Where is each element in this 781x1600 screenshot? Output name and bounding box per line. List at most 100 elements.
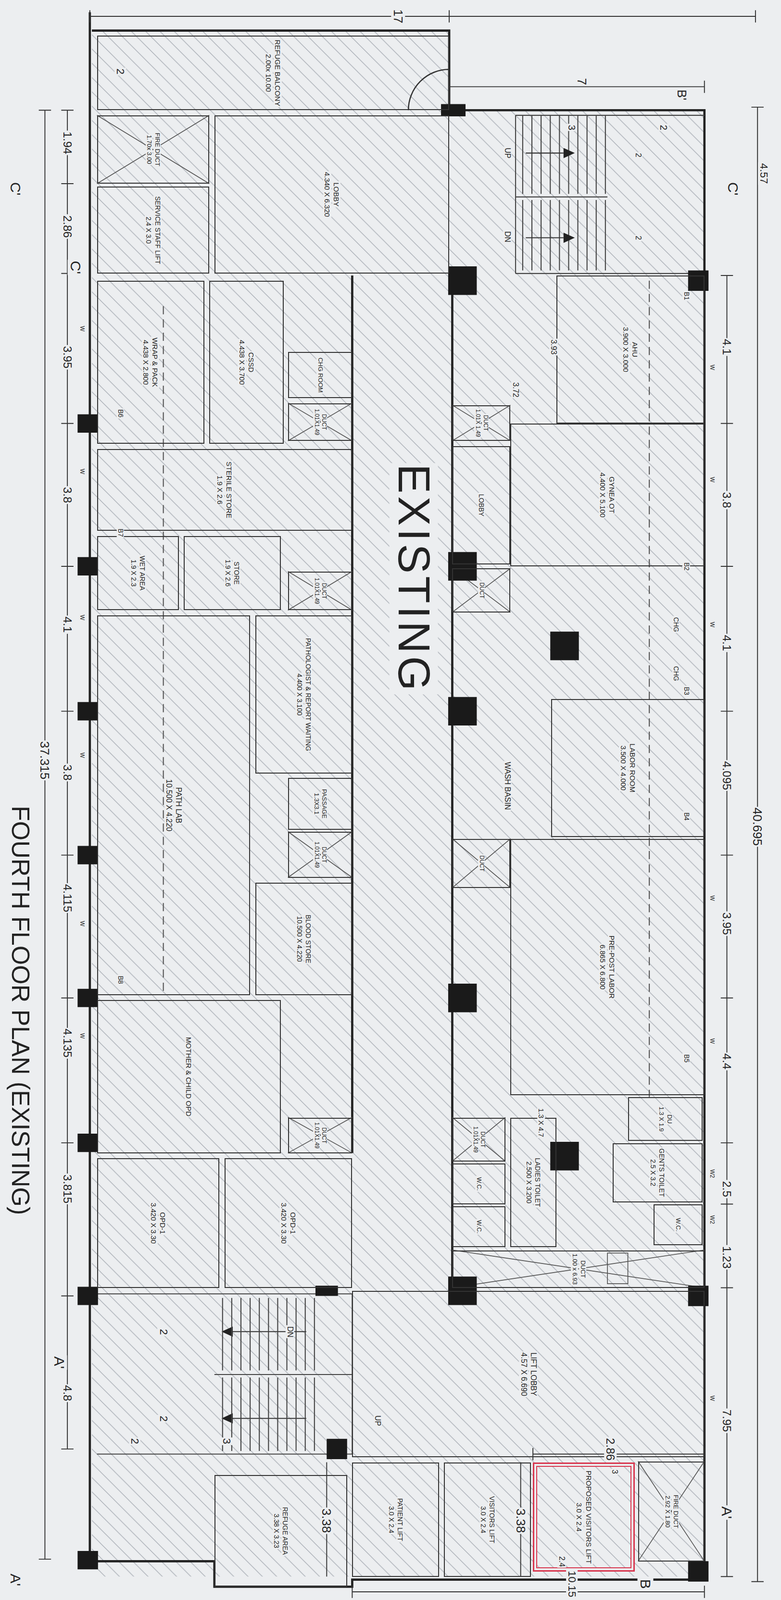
- room-size: 1.3 X 1.9: [657, 1106, 665, 1134]
- dimension-label: 4.135: [61, 1028, 74, 1059]
- dimension-label: W: [708, 476, 715, 484]
- dimension-label: DN: [285, 1325, 295, 1339]
- dimension-label: 2: [633, 234, 643, 241]
- dimension-label: 4.1: [720, 338, 733, 356]
- dimension-label: WASH BASIN: [503, 761, 512, 812]
- room-name: REFUGE BALCONY: [273, 38, 282, 108]
- dimension-label: 4.1: [61, 616, 74, 634]
- room-box: PASSAGE1.3X3.1: [288, 778, 353, 831]
- dimension-label: CHG: [672, 665, 680, 683]
- room-box: GENTS TOILET2.5 X 3.2: [612, 1143, 703, 1203]
- dimension-label: B8: [116, 974, 125, 985]
- room-box: W.C.: [452, 1163, 505, 1205]
- room-size: 1.01X1.49: [313, 841, 320, 870]
- dimension-label: W: [78, 751, 85, 759]
- room-name: WRAP & PACK: [151, 336, 160, 389]
- room-name: OPD-1: [158, 1211, 167, 1236]
- room-name: DUCT: [320, 413, 328, 431]
- room-size: 2.5 X 3.2: [649, 1158, 657, 1188]
- dimension-label: W: [708, 1395, 715, 1403]
- dimension-label: 3.72: [511, 381, 520, 399]
- room-name: LOBBY: [332, 181, 341, 208]
- dimension-label: 3.8: [61, 486, 74, 504]
- dimension-label: C': [7, 181, 24, 197]
- dimension-label: B6: [116, 408, 125, 419]
- room-size: 3.900 X 3.000: [621, 326, 630, 373]
- walls: [89, 12, 705, 1588]
- room-name: DUCT: [320, 581, 328, 600]
- room-box: DUCT1.00 x 6.93: [452, 1250, 705, 1289]
- room-box: SERVICE STAFF LIFT2.4 X 3.0: [97, 186, 210, 274]
- stair-arrows: [221, 148, 576, 1424]
- room-box: W.C.: [452, 1206, 505, 1248]
- stair-run-lines: [232, 152, 564, 1419]
- dimension-label: 37.315: [37, 740, 52, 781]
- proposed-lift-box: PROPOSED VISITORS LIFT3.0 X 2.4: [532, 1462, 635, 1573]
- dimension-label: 2: [128, 1437, 141, 1446]
- room-box: WET AREA1.9 X 2.3: [97, 536, 179, 611]
- room-size: 1.3X3.1: [312, 792, 320, 816]
- dimension-label: 3.38: [513, 1508, 528, 1535]
- dimension-label: 3.95: [720, 911, 733, 937]
- room-box: DUCT1.01X1.49: [288, 403, 353, 442]
- room-name: WET AREA: [138, 554, 147, 592]
- room-size: 1.9 X 2.3: [129, 558, 138, 588]
- room-name: CSSD: [247, 351, 256, 374]
- room-box: PATH LAB10.500 X 4.220: [97, 615, 251, 996]
- room-name: PATHOLOGIST & REPORT WAITING: [304, 637, 313, 753]
- room-name: W.C.: [674, 1217, 682, 1233]
- room-name: DUCT: [320, 1126, 328, 1145]
- room-size: 4.400 X 3.100: [295, 672, 303, 717]
- room-box: MOTHER & CHILD OPD: [97, 1000, 281, 1154]
- dimension-label: 17: [391, 8, 406, 25]
- room-size: 1.9 X 2.6: [215, 474, 225, 506]
- dimension-label: B7: [116, 528, 125, 539]
- dimension-label: 2.86: [604, 1437, 617, 1462]
- room-size: 4.400 X 5.100: [598, 471, 607, 519]
- room-name: FIRE DUCT: [671, 1494, 680, 1530]
- dimension-label: 7: [575, 77, 590, 87]
- dimension-label: A': [718, 1505, 735, 1521]
- room-size: 10.500 X 4.220: [295, 915, 303, 964]
- dimension-label: W2: [708, 1168, 715, 1180]
- dimension-label: 4.1: [720, 634, 733, 653]
- dimension-label: W: [708, 621, 715, 629]
- hatch-area: [91, 30, 705, 1578]
- room-size: 3.38 X 3.23: [272, 1512, 281, 1550]
- dimension-label: 4.57: [757, 162, 770, 185]
- room-box: OPD-13.420 X 3.30: [97, 1158, 220, 1289]
- dimension-label: 10.15: [566, 1570, 578, 1599]
- dimension-label: W: [78, 614, 85, 622]
- dimension-label: 2: [157, 1328, 170, 1336]
- dimension-label: 3.95: [61, 345, 74, 370]
- dimension-lines: [38, 10, 764, 1599]
- room-name: GYNEA OT: [607, 475, 617, 515]
- room-size: 2.00x 10.00: [264, 53, 273, 93]
- dimension-label: 3.815: [61, 1173, 74, 1205]
- dimension-label: 2.86: [61, 214, 74, 240]
- room-name: STERILE STORE: [225, 460, 234, 520]
- room-box: DUCT1.01X1.49: [288, 571, 353, 611]
- room-size: 4.340 X 6.320: [323, 171, 332, 218]
- dimension-label: B5: [682, 1053, 690, 1064]
- room-name: W.C.: [475, 1219, 483, 1235]
- room-name: CHG ROOM: [316, 356, 324, 394]
- room-size: 3.420 X 3.30: [149, 1202, 158, 1246]
- room-name: PROPOSED VISITORS LIFT: [584, 1470, 593, 1566]
- room-name: LABOR ROOM: [628, 743, 637, 794]
- stair-treads: [97, 1294, 353, 1455]
- room-name: VISITORS LIFT: [488, 1495, 496, 1545]
- dimension-label: UP: [373, 1414, 383, 1428]
- dimension-label: 2.5: [720, 1180, 733, 1198]
- room-name: DUCT: [479, 1131, 487, 1149]
- room-box: PATHOLOGIST & REPORT WAITING4.400 X 3.10…: [255, 615, 353, 774]
- dimension-label: W: [708, 364, 715, 372]
- room-size: 3.420 X 3.30: [279, 1202, 288, 1246]
- room-size: 2.4 X 3.0: [144, 215, 153, 245]
- dimension-label: C': [67, 259, 84, 275]
- dimension-label: W: [78, 920, 85, 928]
- room-size: 4.438 X 2.800: [141, 339, 151, 386]
- room-name: PATH LAB: [174, 786, 183, 825]
